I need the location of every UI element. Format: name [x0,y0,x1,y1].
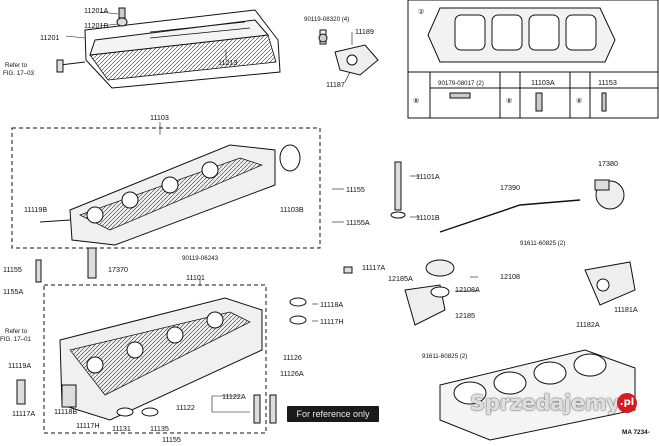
label-11101a: 11101A [416,172,440,181]
label-11155-b: 11155 [3,265,22,274]
label-90119-06243: 90119-06243 [182,255,219,262]
bracket-11189 [318,29,379,76]
label-11201: 11201 [40,33,59,42]
label-11181a: 11181A [614,305,638,314]
reference-only-badge: For reference only [287,406,379,422]
label-12108: 12108 [500,272,520,281]
label-90119-08320: 90119-08320 (4) [304,16,349,23]
label-91611-60825-a: 91611-60825 (2) [520,240,565,247]
figure-code: MA 7234- [622,429,650,436]
label-12108a: 12108A [455,285,480,294]
label-ref-1701-a: Refer to [5,328,28,335]
label-11103: 11103 [150,113,169,122]
label-11155-a: 11155 [346,185,365,194]
label-11201a: 11201A [84,6,108,15]
label-91611-60825-b: 91611-60825 (2) [422,353,467,360]
label-ref-1703-a: Refer to [5,62,28,69]
label-11101b: 11101B [416,213,440,222]
label-12185a: 12185A [388,274,413,283]
label-ref-1703-b: FIG. 17–03 [3,70,35,77]
label-11135: 11135 [150,424,169,433]
label-17370: 17370 [108,265,128,274]
label-11131: 11131 [112,424,131,433]
valve-cover [56,7,281,89]
table-num-b: ⑧ [506,96,512,105]
manifold-inset [407,0,659,119]
label-17380: 17380 [598,159,618,168]
label-11182a: 11182A [576,320,600,329]
leader-lines [65,11,478,413]
label-11119b: 11119B [24,205,47,214]
label-ref-1701-b: FIG. 17–01 [0,336,32,343]
label-11126: 11126 [283,353,302,362]
label-11122: 11122 [176,403,195,412]
label-11201b: 11201B [84,21,108,30]
label-1155a: 1155A [3,287,23,296]
table-num-c: ⑧ [576,96,582,105]
label-11103a: 11103A [531,78,555,87]
head-gasket [439,349,636,441]
part-labels: 11201A 11201B 11201 11213 Refer to FIG. … [0,6,638,444]
label-11119a: 11119A [8,361,31,370]
table-num-a: ⑧ [413,96,419,105]
label-11117h: 11117H [320,317,344,326]
watermark-text: Sprzedajemy [470,391,620,415]
label-12185: 12185 [455,311,475,320]
label-11213: 11213 [218,58,237,67]
label-11101: 11101 [186,273,205,282]
table-num-d: ② [418,7,424,16]
label-17390: 17390 [500,183,520,192]
label-11117a-bottom: 11117A [12,409,35,418]
label-11189: 11189 [355,27,374,36]
label-11103b: 11103B [280,205,304,214]
label-11187: 11187 [326,80,345,89]
label-11155-c: 11155 [162,435,181,444]
small-parts [16,161,636,424]
camshaft-housing [11,127,321,249]
label-11118b: 11118B [54,407,77,416]
label-11117a-top: 11117A [362,263,385,272]
label-90179-08017: 90179-08017 (2) [438,80,484,87]
label-11122a: 11122A [222,392,246,401]
label-11126a: 11126A [280,369,304,378]
cylinder-head [43,284,267,434]
label-11155A: 11155A [346,218,370,227]
label-11117h-bottom: 11117H [76,421,100,430]
watermark-logo: .pl [617,393,637,413]
label-11153: 11153 [598,78,617,87]
label-11118a: 11118A [320,300,343,309]
